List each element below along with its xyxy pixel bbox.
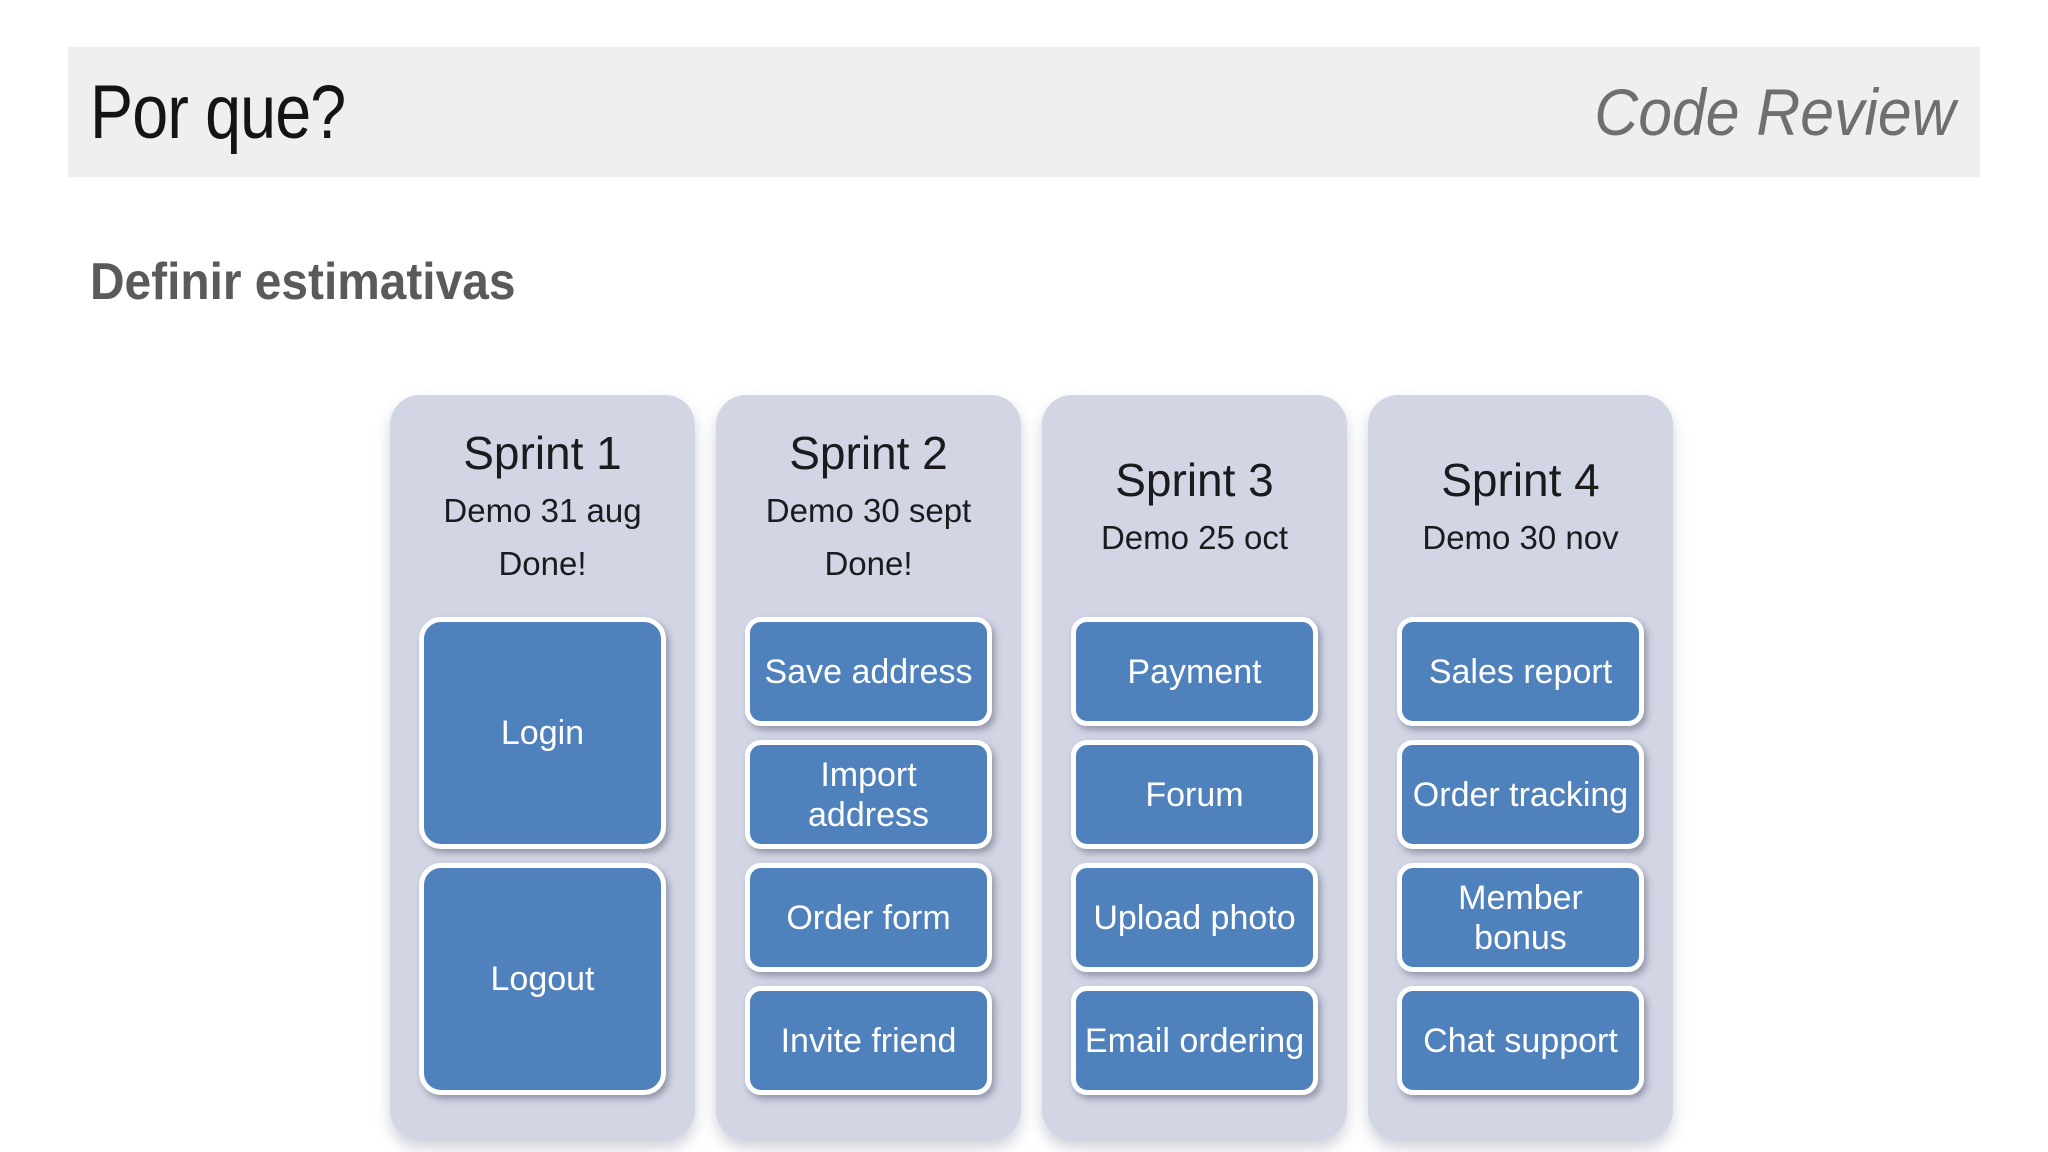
story-card: Logout — [419, 863, 666, 1095]
story-card: Upload photo — [1071, 863, 1318, 972]
sprint-title: Sprint 2 — [789, 427, 948, 479]
sprint-column-2: Sprint 2 Demo 30 sept Done! Save address… — [716, 395, 1021, 1140]
story-card: Order form — [745, 863, 992, 972]
story-card: Member bonus — [1397, 863, 1644, 972]
sprint-column-header: Sprint 4 Demo 30 nov — [1368, 395, 1673, 617]
course-label: Code Review — [1594, 75, 1956, 149]
sprint-column-header: Sprint 2 Demo 30 sept Done! — [716, 395, 1021, 617]
story-card: Order tracking — [1397, 740, 1644, 849]
sprint-demo-date: Demo 25 oct — [1100, 518, 1289, 556]
sprint-status: Done! — [824, 545, 913, 582]
page-title: Por que? — [90, 69, 346, 155]
section-subtitle: Definir estimativas — [90, 253, 516, 311]
story-card: Chat support — [1397, 986, 1644, 1095]
sprint-demo-date: Demo 30 nov — [1422, 518, 1619, 556]
sprint-column-header: Sprint 3 Demo 25 oct — [1042, 395, 1347, 617]
header-banner: Por que? Code Review — [68, 47, 1980, 177]
story-card: Login — [419, 617, 666, 849]
story-card: Invite friend — [745, 986, 992, 1095]
story-card: Sales report — [1397, 617, 1644, 726]
sprint-title: Sprint 3 — [1115, 453, 1274, 506]
sprint-title: Sprint 1 — [463, 427, 622, 479]
sprint-demo-date: Demo 31 aug — [443, 492, 642, 529]
sprint-column-header: Sprint 1 Demo 31 aug Done! — [390, 395, 695, 617]
story-card: Import address — [745, 740, 992, 849]
story-card: Forum — [1071, 740, 1318, 849]
story-card: Payment — [1071, 617, 1318, 726]
story-card: Save address — [745, 617, 992, 726]
sprint-title: Sprint 4 — [1441, 453, 1600, 506]
sprint-demo-date: Demo 30 sept — [765, 492, 972, 529]
story-card: Email ordering — [1071, 986, 1318, 1095]
sprint-status: Done! — [498, 545, 587, 582]
